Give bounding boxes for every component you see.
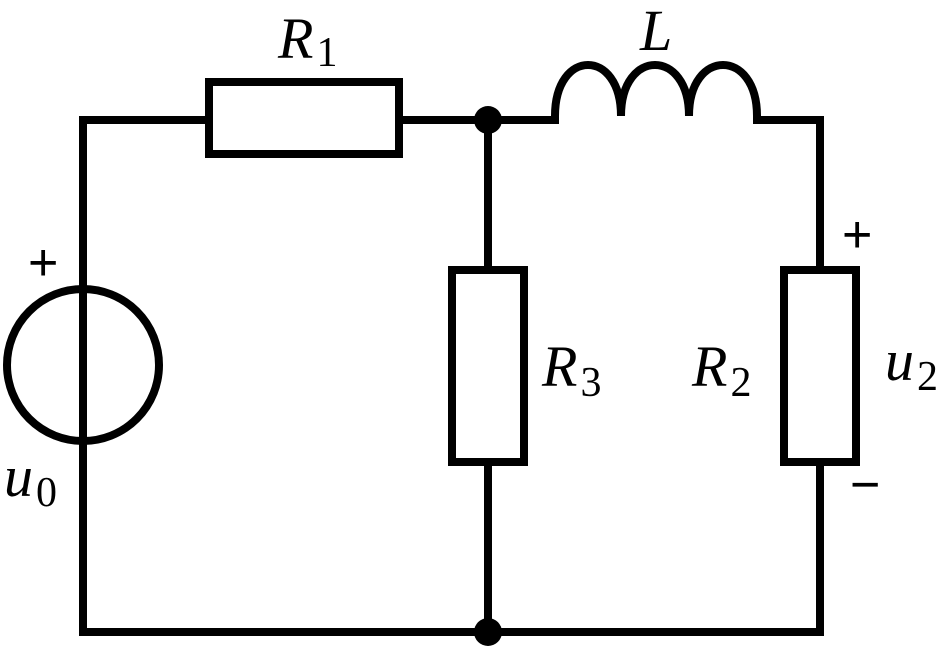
label-r3: R3 [541,334,601,406]
junction-node-bottom [474,618,502,646]
resistor-r3 [448,266,528,466]
wires [79,116,824,636]
label-u0-letter: u [4,444,33,509]
source-plus-sign: + [28,234,58,292]
label-r1-letter: R [277,6,313,71]
resistor-r1 [205,78,403,158]
label-u2-letter: u [885,328,914,393]
label-l-letter: L [639,0,672,63]
label-r2-letter: R [691,334,727,399]
label-r2: R2 [691,334,751,406]
label-u0-sub: 0 [36,470,57,516]
u2-plus-sign: + [842,206,872,264]
label-u2: u2 [885,328,938,400]
label-u2-sub: 2 [917,354,938,400]
inductor-l [551,61,761,120]
label-r2-sub: 2 [730,360,751,406]
voltage-source-u0 [3,285,163,445]
label-r3-sub: 3 [580,360,601,406]
label-r1: R1 [277,6,337,76]
junction-node-top [474,106,502,134]
resistor-r2 [780,266,860,466]
label-l: L [639,0,672,63]
label-r3-letter: R [541,334,577,399]
label-u0: u0 [4,444,57,516]
u2-minus-sign: − [850,456,880,514]
label-r1-sub: 1 [316,30,337,76]
